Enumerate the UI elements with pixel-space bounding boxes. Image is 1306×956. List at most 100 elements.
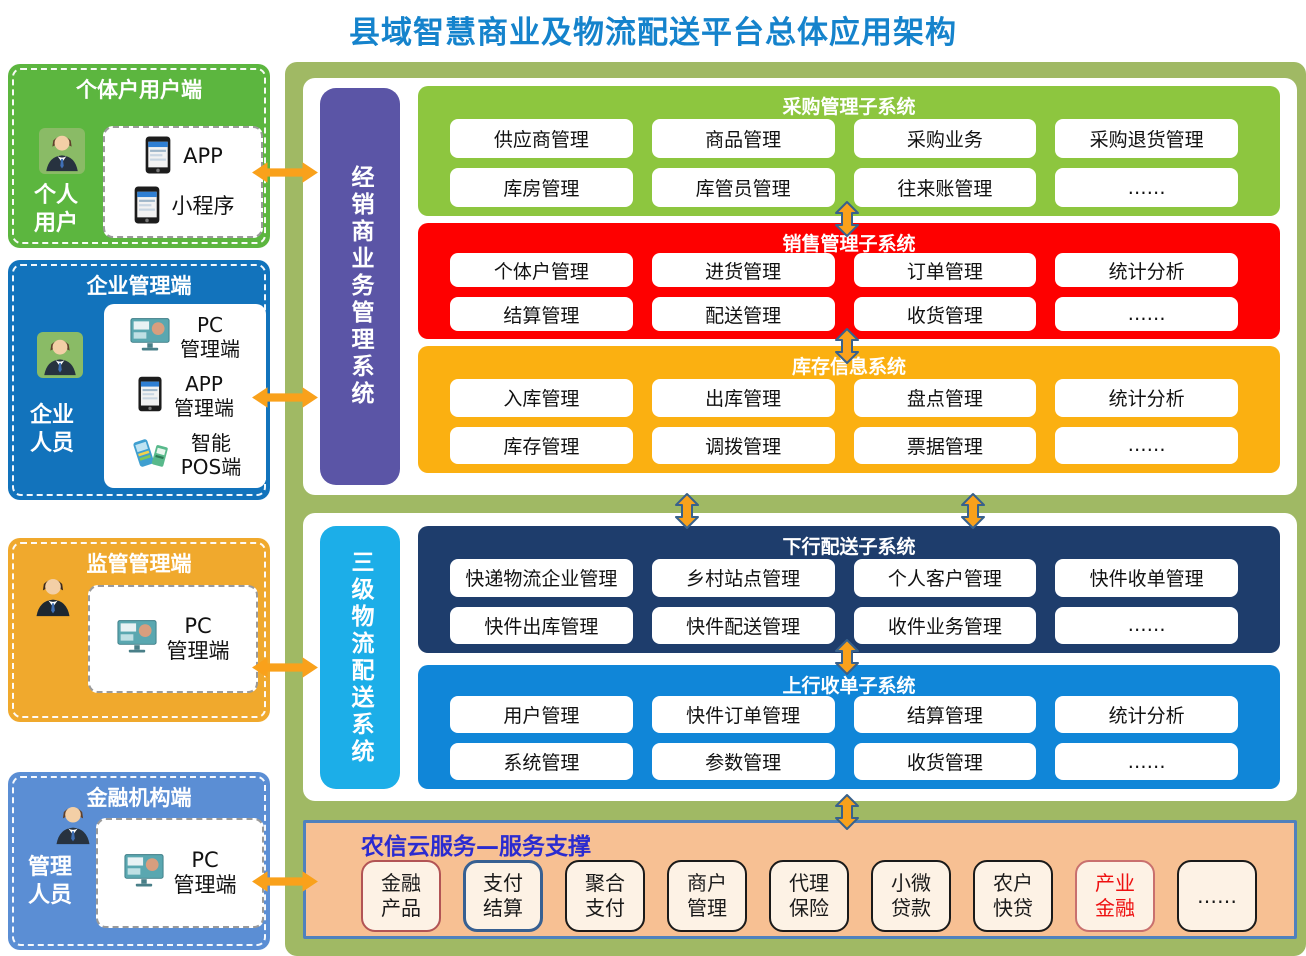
module-pill: …… [1055, 743, 1238, 780]
module-pill: 用户管理 [450, 696, 633, 733]
item-grid: 供应商管理 商品管理 采购业务 采购退货管理 库房管理 库管员管理 往来账管理 … [450, 119, 1238, 207]
panel-title: 企业管理端 [86, 274, 192, 298]
panel-title: 个体户用户端 [76, 78, 202, 102]
cloud-service-item: 支付 结算 [463, 860, 543, 932]
cloud-service-item: 代理 保险 [769, 860, 849, 932]
device-label: APP 管理端 [174, 372, 234, 420]
module-pill: 收货管理 [853, 297, 1037, 331]
cloud-service-item: …… [1177, 860, 1257, 932]
device-row: PC 管理端 [110, 308, 260, 367]
module-pill: 结算管理 [853, 696, 1037, 733]
panel-title: 金融机构端 [86, 786, 192, 810]
item-grid: 个体户管理 进货管理 订单管理 统计分析 结算管理 配送管理 收货管理 …… [450, 253, 1238, 331]
module-pill: 进货管理 [651, 253, 835, 287]
panel-financial: 金融机构端 管理 人员 PC 管理端 [8, 772, 270, 950]
dealer-system-label: 经销商业务管理系统 [347, 165, 373, 408]
module-pill: 快件出库管理 [450, 606, 633, 644]
module-pill: 入库管理 [450, 379, 633, 417]
pos-icon [129, 434, 171, 476]
page-title: 县域智慧商业及物流配送平台总体应用架构 [349, 15, 957, 51]
item-grid: 入库管理 出库管理 盘点管理 统计分析 库存管理 调拨管理 票据管理 …… [450, 379, 1238, 464]
panel-enterprise: 企业管理端 企业 人员 PC 管理端 APP 管理端 智能 POS端 [8, 260, 270, 500]
module-pill: 采购业务 [853, 119, 1037, 158]
device-label: PC 管理端 [173, 847, 237, 897]
user-role-label: 管理 人员 [28, 855, 73, 908]
cloud-service-item: 小微 贷款 [871, 860, 951, 932]
module-pill: 统计分析 [1055, 253, 1238, 287]
person-icon [39, 128, 85, 174]
module-pill: 供应商管理 [450, 119, 633, 158]
cloud-service-items: 金融 产品 支付 结算 聚合 支付 商户 管理 代理 保险 小微 贷款 农户 快… [361, 860, 1257, 932]
cloud-service-section: 农信云服务—服务支撑 金融 产品 支付 结算 聚合 支付 商户 管理 代理 保险… [303, 820, 1297, 939]
module-pill: 商品管理 [651, 119, 835, 158]
device-box: PC 管理端 [96, 818, 264, 928]
block-title: 下行配送子系统 [782, 536, 916, 558]
block-downstream-delivery: 下行配送子系统 快递物流企业管理 乡村站点管理 个人客户管理 快件收单管理 快件… [418, 526, 1280, 653]
panel-regulator: 监管管理端 PC 管理端 [8, 538, 270, 722]
device-row: APP [111, 132, 255, 182]
device-label: APP [183, 144, 223, 169]
cloud-service-item: 农户 快贷 [973, 860, 1053, 932]
module-pill: 个体户管理 [450, 253, 633, 287]
module-pill: 库存管理 [450, 426, 633, 464]
module-pill: 往来账管理 [853, 168, 1037, 207]
person-icon [30, 572, 76, 618]
block-title: 上行收单子系统 [782, 675, 916, 697]
item-grid: 快递物流企业管理 乡村站点管理 个人客户管理 快件收单管理 快件出库管理 快件配… [450, 559, 1238, 644]
device-box: PC 管理端 [88, 585, 258, 693]
block-upstream-receiving: 上行收单子系统 用户管理 快件订单管理 结算管理 统计分析 系统管理 参数管理 … [418, 665, 1280, 789]
phone-icon [143, 135, 173, 179]
module-pill: 采购退货管理 [1055, 119, 1238, 158]
module-pill: 收件业务管理 [853, 606, 1037, 644]
monitor-icon [123, 853, 164, 893]
monitor-icon [116, 619, 157, 659]
cloud-service-item: 聚合 支付 [565, 860, 645, 932]
device-box: PC 管理端 APP 管理端 智能 POS端 [104, 304, 266, 488]
device-label: 智能 POS端 [180, 430, 242, 479]
cloud-service-title: 农信云服务—服务支撑 [361, 834, 591, 860]
module-pill: 快件收单管理 [1055, 559, 1238, 597]
device-label: 小程序 [171, 194, 235, 219]
phone-icon [136, 375, 164, 417]
module-pill: 系统管理 [450, 743, 633, 780]
cloud-service-item: 产业 金融 [1075, 860, 1155, 932]
device-row: 智能 POS端 [110, 425, 260, 484]
module-pill: 统计分析 [1055, 379, 1238, 417]
block-sales-subsystem: 销售管理子系统 个体户管理 进货管理 订单管理 统计分析 结算管理 配送管理 收… [418, 223, 1280, 339]
monitor-icon [130, 317, 170, 357]
dealer-system-sidebar: 经销商业务管理系统 [320, 88, 400, 485]
block-title: 采购管理子系统 [782, 96, 916, 118]
block-title: 库存信息系统 [791, 356, 906, 378]
cloud-service-item: 商户 管理 [667, 860, 747, 932]
module-pill: …… [1055, 297, 1238, 331]
device-label: PC 管理端 [180, 313, 240, 362]
device-row: APP 管理端 [110, 367, 260, 426]
user-role-label: 企业 人员 [30, 403, 75, 456]
module-pill: 参数管理 [651, 743, 835, 780]
device-row: 小程序 [111, 182, 255, 232]
panel-title: 监管管理端 [86, 552, 192, 576]
device-box: APP 小程序 [103, 126, 263, 238]
module-pill: 调拨管理 [651, 426, 835, 464]
user-role-label: 个人 用户 [34, 183, 79, 236]
device-row: PC 管理端 [96, 591, 250, 687]
logistics-system-sidebar: 三级物流配送系统 [320, 526, 400, 789]
module-pill: 盘点管理 [853, 379, 1037, 417]
person-icon [50, 800, 96, 846]
block-title: 销售管理子系统 [782, 233, 916, 255]
person-icon [37, 332, 83, 378]
cloud-service-item: 金融 产品 [361, 860, 441, 932]
module-pill: 统计分析 [1055, 696, 1238, 733]
module-pill: 出库管理 [651, 379, 835, 417]
module-pill: 收货管理 [853, 743, 1037, 780]
device-label: PC 管理端 [166, 613, 230, 663]
module-pill: 结算管理 [450, 297, 633, 331]
module-pill: 快件配送管理 [651, 606, 835, 644]
block-purchase-subsystem: 采购管理子系统 供应商管理 商品管理 采购业务 采购退货管理 库房管理 库管员管… [418, 86, 1280, 216]
module-pill: …… [1055, 168, 1238, 207]
device-row: PC 管理端 [104, 824, 256, 922]
module-pill: 库管员管理 [651, 168, 835, 207]
phone-icon [132, 185, 162, 229]
module-pill: …… [1055, 606, 1238, 644]
